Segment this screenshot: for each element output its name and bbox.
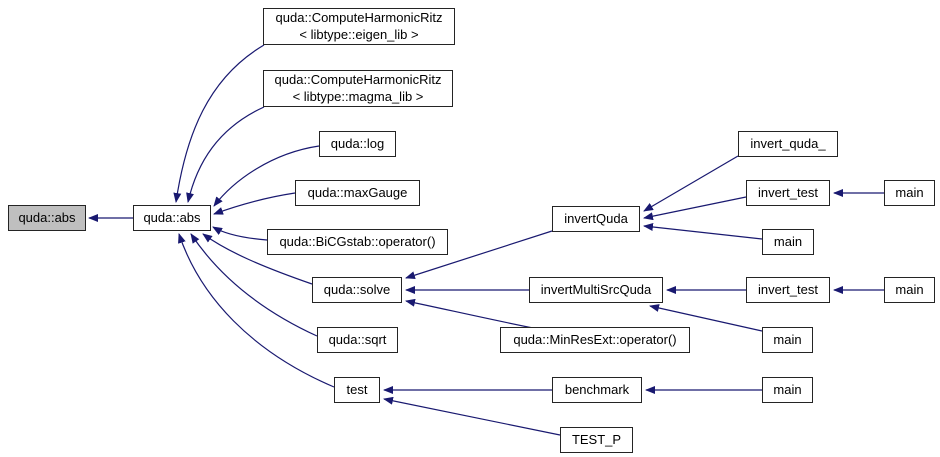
edge-compute-harmonic-ritz-magma-to-quda-abs <box>186 106 265 203</box>
edge-main-4-to-invertmultisrcquda <box>649 304 763 332</box>
edge-test-p-to-test <box>383 396 561 436</box>
node-quda-abs-current: quda::abs <box>8 205 86 231</box>
edge-quda-sqrt-to-quda-abs <box>190 233 318 337</box>
node-compute-harmonic-ritz-eigen[interactable]: quda::ComputeHarmonicRitz < libtype::eig… <box>263 8 455 45</box>
edge-invert-test-1-to-invertquda <box>643 196 747 221</box>
node-main-4[interactable]: main <box>762 327 813 353</box>
edge-invertquda-to-quda-solve <box>405 230 553 280</box>
edge-quda-minresext-operator-to-quda-solve <box>405 298 534 329</box>
node-quda-sqrt[interactable]: quda::sqrt <box>317 327 398 353</box>
node-quda-maxgauge[interactable]: quda::maxGauge <box>295 180 420 206</box>
edge-quda-solve-to-quda-abs <box>202 233 313 285</box>
edge-invert-quda_-to-invertquda <box>643 155 739 212</box>
node-invertmultisrcquda[interactable]: invertMultiSrcQuda <box>529 277 663 303</box>
edge-quda-maxgauge-to-quda-abs <box>213 192 296 215</box>
node-quda-minresext-operator[interactable]: quda::MinResExt::operator() <box>500 327 690 353</box>
node-benchmark[interactable]: benchmark <box>552 377 642 403</box>
edges-group <box>88 44 884 436</box>
edge-main-2-to-invertquda <box>643 223 763 240</box>
node-main-5[interactable]: main <box>762 377 813 403</box>
edge-quda-log-to-quda-abs <box>213 145 320 207</box>
node-compute-harmonic-ritz-magma[interactable]: quda::ComputeHarmonicRitz < libtype::mag… <box>263 70 453 107</box>
node-main-1[interactable]: main <box>884 180 935 206</box>
node-main-2[interactable]: main <box>762 229 814 255</box>
node-test-p[interactable]: TEST_P <box>560 427 633 453</box>
node-invert-quda_[interactable]: invert_quda_ <box>738 131 838 157</box>
edge-test-to-quda-abs <box>178 233 335 388</box>
node-quda-solve[interactable]: quda::solve <box>312 277 402 303</box>
edge-quda-bicgstab-operator-to-quda-abs <box>212 226 268 241</box>
node-main-3[interactable]: main <box>884 277 935 303</box>
node-test[interactable]: test <box>334 377 380 403</box>
node-invert-test-1[interactable]: invert_test <box>746 180 830 206</box>
edge-compute-harmonic-ritz-eigen-to-quda-abs <box>173 44 265 203</box>
node-invertquda[interactable]: invertQuda <box>552 206 640 232</box>
node-quda-log[interactable]: quda::log <box>319 131 396 157</box>
node-quda-bicgstab-operator[interactable]: quda::BiCGstab::operator() <box>267 229 448 255</box>
node-quda-abs[interactable]: quda::abs <box>133 205 211 231</box>
node-invert-test-2[interactable]: invert_test <box>746 277 830 303</box>
